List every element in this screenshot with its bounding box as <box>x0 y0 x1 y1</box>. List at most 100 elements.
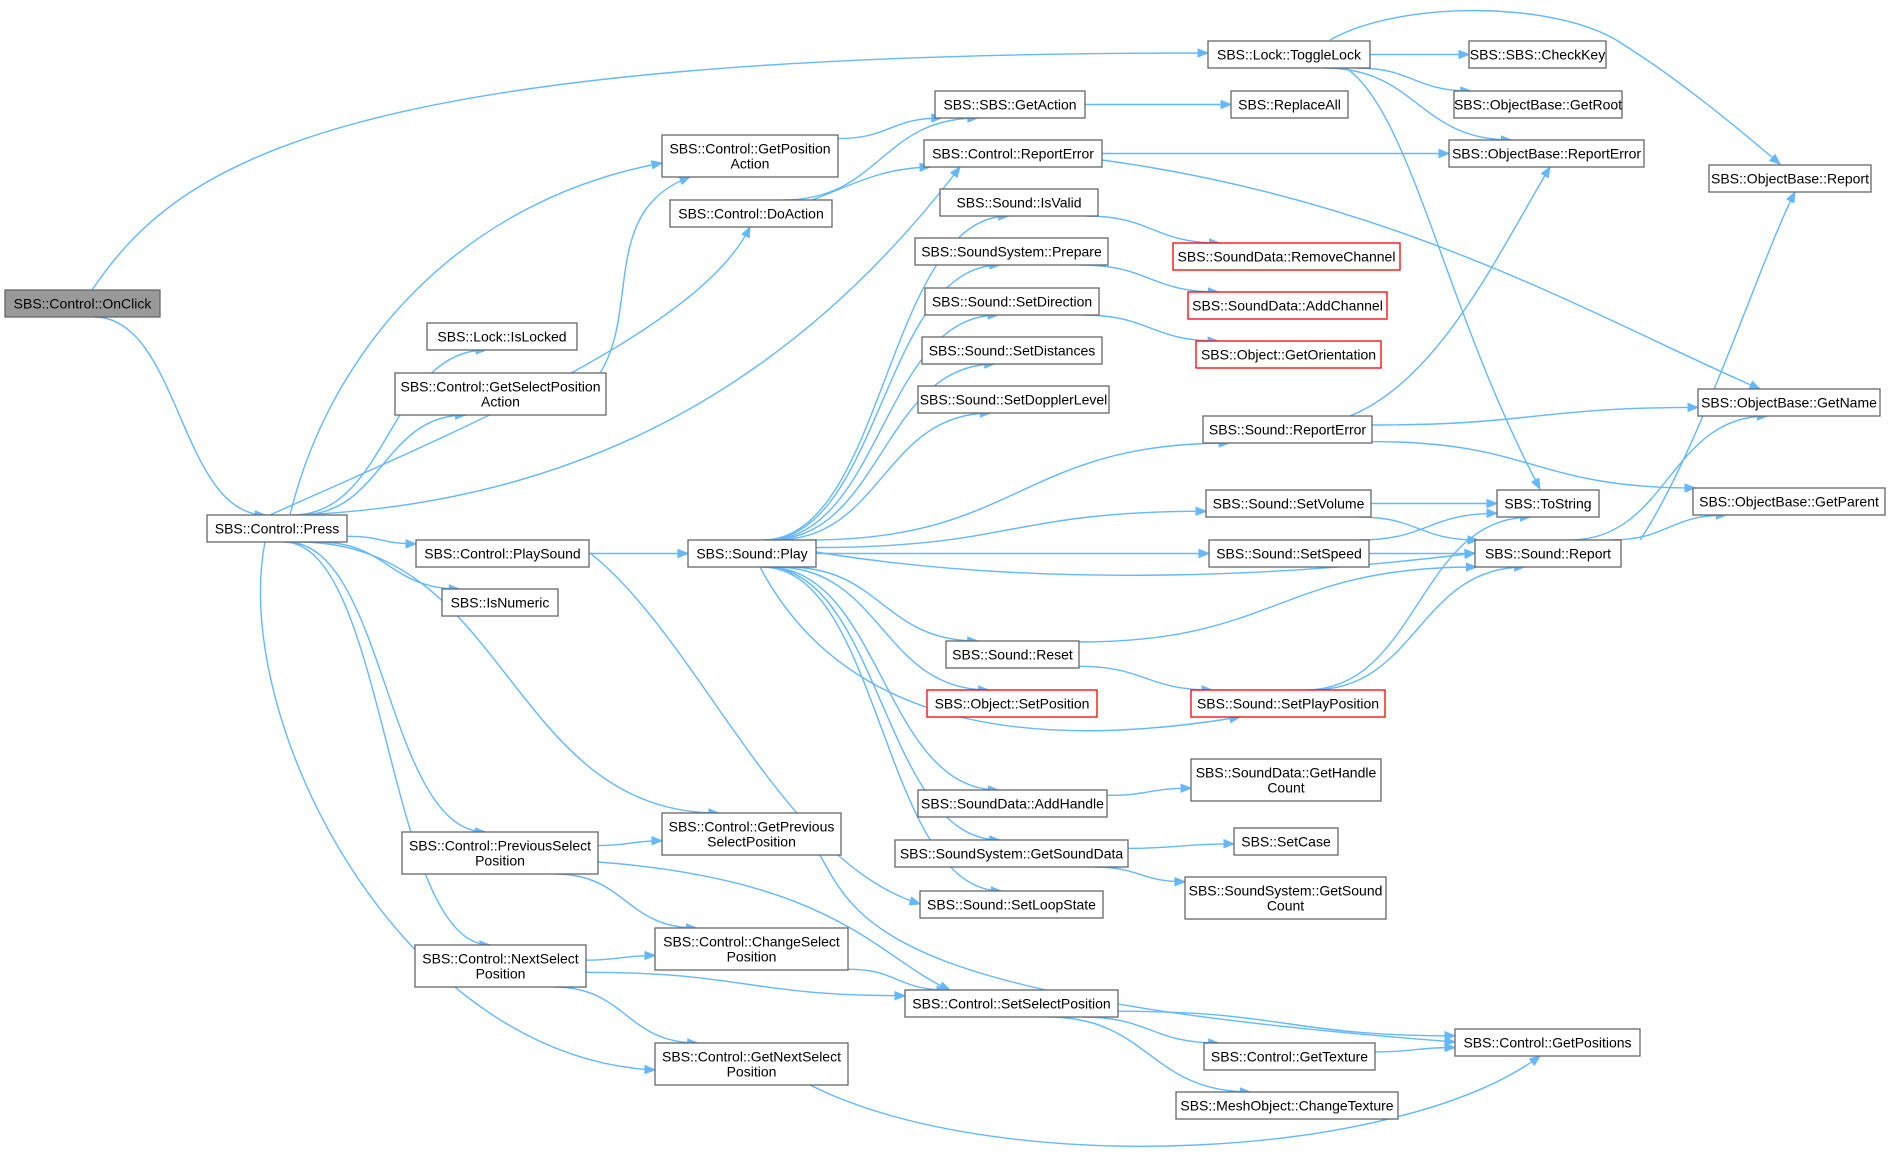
node-label: Action <box>731 156 770 172</box>
node-label: SBS::Lock::ToggleLock <box>1217 47 1362 63</box>
function-node-n7[interactable]: SBS::Control::PlaySound <box>415 539 590 568</box>
node-box <box>1190 758 1382 802</box>
call-edge-n1-n14 <box>299 165 961 516</box>
call-edge-n16-n34 <box>816 548 1211 559</box>
function-node-n32[interactable]: SBS::Sound::ReportError <box>1202 415 1373 444</box>
function-node-n49[interactable]: SBS::ObjectBase::GetParent <box>1692 487 1886 516</box>
function-node-n5[interactable]: SBS::Lock::IsLocked <box>426 322 578 351</box>
arrowhead-icon <box>1528 1055 1542 1067</box>
node-label: SBS::SBS::CheckKey <box>1470 47 1605 63</box>
function-node-n25[interactable]: SBS::SoundSystem::GetSoundData <box>894 839 1129 868</box>
call-edge-n16-n22 <box>786 566 980 646</box>
function-node-n22[interactable]: SBS::Sound::Reset <box>945 640 1080 669</box>
node-box <box>1230 90 1349 119</box>
call-edge-n33-n44 <box>1371 498 1499 509</box>
function-node-n14[interactable]: SBS::Control::ReportError <box>923 139 1103 168</box>
node-label: SBS::Sound::SetDirection <box>932 294 1092 310</box>
node-label: SelectPosition <box>707 834 796 850</box>
function-node-n23[interactable]: SBS::Object::SetPosition <box>926 689 1098 718</box>
function-node-n28[interactable]: SBS::ReplaceAll <box>1230 90 1349 119</box>
edge-line <box>1356 67 1471 92</box>
node-label: SBS::SoundSystem::Prepare <box>921 244 1102 260</box>
arrowhead-icon <box>1444 1042 1457 1053</box>
node-box <box>669 199 833 228</box>
function-node-n19[interactable]: SBS::Sound::SetDirection <box>924 287 1100 316</box>
node-label: SBS::Control::GetPositions <box>1463 1035 1631 1051</box>
function-node-n1[interactable]: SBS::Control::Press <box>206 514 348 543</box>
function-node-n39[interactable]: SBS::Control::GetTexture <box>1203 1042 1376 1071</box>
edge-line <box>597 861 951 991</box>
edge-line <box>1374 1046 1456 1053</box>
function-node-n34[interactable]: SBS::Sound::SetSpeed <box>1208 539 1370 568</box>
call-edge-n25-n38 <box>1094 866 1187 887</box>
call-edge-n9-n11 <box>597 836 664 847</box>
function-node-n0: SBS::Control::OnClick <box>4 289 161 318</box>
node-label: SBS::Object::GetOrientation <box>1201 347 1376 363</box>
function-node-n2[interactable]: SBS::Lock::ToggleLock <box>1207 40 1371 69</box>
edge-line <box>289 162 663 516</box>
function-node-n46[interactable]: SBS::Control::GetPositions <box>1454 1028 1641 1057</box>
function-node-n30[interactable]: SBS::SoundData::AddChannel <box>1187 291 1388 320</box>
function-node-n47[interactable]: SBS::ObjectBase::Report <box>1708 164 1872 193</box>
call-edge-n7-n16 <box>589 548 690 559</box>
function-node-n43[interactable]: SBS::ObjectBase::ReportError <box>1448 139 1645 168</box>
function-node-n31[interactable]: SBS::Object::GetOrientation <box>1195 340 1382 369</box>
function-node-n42[interactable]: SBS::ObjectBase::GetRoot <box>1453 90 1623 119</box>
edge-line <box>775 566 989 691</box>
function-node-n40[interactable]: SBS::MeshObject::ChangeTexture <box>1175 1091 1399 1120</box>
arrowhead-icon <box>894 990 907 1001</box>
call-edge-n0-n1 <box>94 316 267 520</box>
function-node-n15[interactable]: SBS::SBS::GetAction <box>934 90 1086 119</box>
function-node-n26[interactable]: SBS::Sound::SetLoopState <box>919 890 1104 919</box>
arrowhead-icon <box>1174 876 1187 887</box>
node-box <box>426 322 578 351</box>
call-edge-n22-n45 <box>1078 562 1478 643</box>
node-label: SBS::Control::DoAction <box>678 206 824 222</box>
function-node-n27[interactable]: SBS::Control::SetSelectPosition <box>904 989 1119 1018</box>
node-label: SBS::Control::GetTexture <box>1211 1049 1368 1065</box>
edge-line <box>286 541 486 833</box>
function-node-n35[interactable]: SBS::Sound::SetPlayPosition <box>1190 689 1386 718</box>
function-node-n16[interactable]: SBS::Sound::Play <box>687 539 817 568</box>
call-edge-n16-n24 <box>766 566 1000 795</box>
function-node-n41[interactable]: SBS::SBS::CheckKey <box>1468 40 1607 69</box>
arrowhead-icon <box>1197 48 1210 58</box>
function-node-n37[interactable]: SBS::SetCase <box>1233 827 1339 856</box>
edge-line <box>589 552 921 905</box>
function-node-n18[interactable]: SBS::SoundSystem::Prepare <box>914 237 1109 266</box>
call-edge-n1-n13 <box>259 541 657 1075</box>
function-node-n21[interactable]: SBS::Sound::SetDopplerLevel <box>917 385 1110 414</box>
function-node-n48[interactable]: SBS::ObjectBase::GetName <box>1697 388 1881 417</box>
function-node-n33[interactable]: SBS::Sound::SetVolume <box>1205 489 1372 518</box>
call-edge-n9-n12 <box>554 873 698 933</box>
function-node-n45[interactable]: SBS::Sound::Report <box>1474 539 1622 568</box>
node-label: SBS::Control::PlaySound <box>424 546 580 562</box>
node-label: SBS::Control::GetNextSelect <box>662 1049 841 1065</box>
function-node-n24[interactable]: SBS::SoundData::AddHandle <box>917 789 1108 818</box>
function-node-n4[interactable]: SBS::Control::DoAction <box>669 199 833 228</box>
node-box <box>441 588 559 617</box>
function-node-n44[interactable]: SBS::ToString <box>1496 489 1600 518</box>
function-node-n29[interactable]: SBS::SoundData::RemoveChannel <box>1172 242 1401 271</box>
function-node-n17[interactable]: SBS::Sound::IsValid <box>939 188 1099 217</box>
node-label: Position <box>727 1064 777 1080</box>
function-node-n20[interactable]: SBS::Sound::SetDistances <box>921 336 1103 365</box>
node-box <box>904 989 1119 1018</box>
arrowhead-icon <box>1748 380 1762 390</box>
edge-line <box>554 986 698 1044</box>
edge-line <box>269 226 751 516</box>
function-node-n8[interactable]: SBS::IsNumeric <box>441 588 559 617</box>
call-edge-n16-n33 <box>815 506 1208 549</box>
node-label: SBS::Control::GetSelectPosition <box>401 379 601 395</box>
call-edge-n10-n12 <box>585 950 657 961</box>
edge-line <box>765 314 999 541</box>
